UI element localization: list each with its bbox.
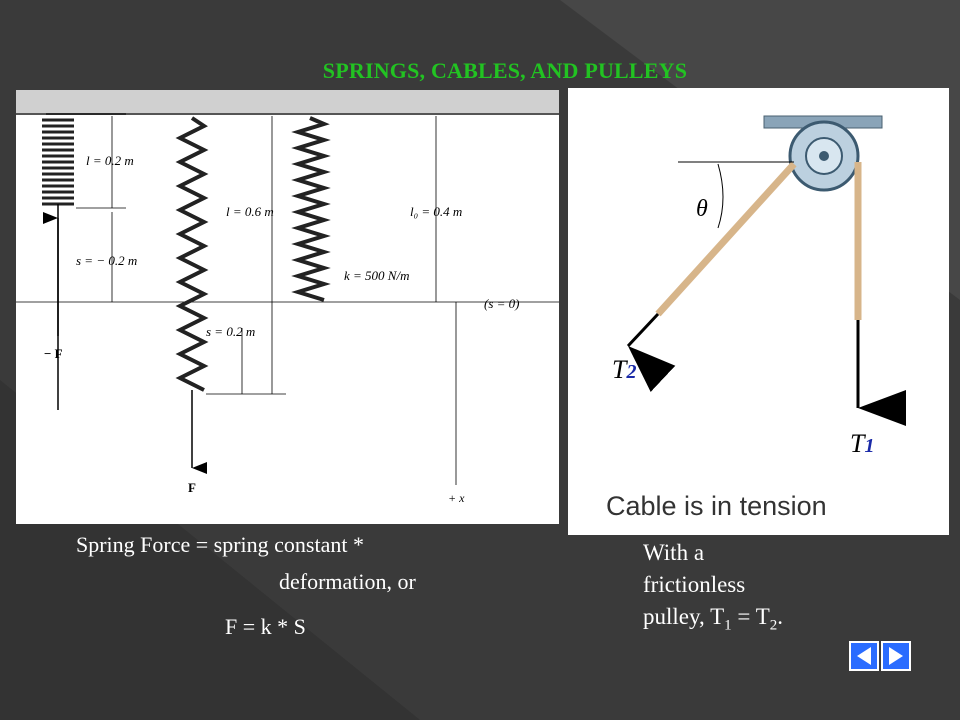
- label-t2: T2: [612, 355, 636, 384]
- label-t1: T1: [850, 429, 874, 458]
- springs-figure: l = 0.2 m s = − 0.2 m l = 0.6 m l₀ = 0.4…: [16, 90, 559, 524]
- label-theta: θ: [696, 196, 708, 222]
- label-s0: (s = 0): [484, 296, 520, 311]
- triangle-right-icon: [889, 647, 903, 665]
- label-s2: s = 0.2 m: [206, 324, 255, 339]
- pulley-note: With a frictionless pulley, T1 = T2.: [643, 537, 903, 642]
- equation-line-1: Spring Force = spring constant *: [76, 532, 364, 557]
- equation-line-2: deformation, or: [279, 569, 416, 594]
- figure-caption: Cable is in tension: [606, 491, 827, 521]
- label-plusx: + x: [448, 491, 465, 505]
- label-k: k = 500 N/m: [344, 268, 409, 283]
- compressed-spring: [42, 118, 74, 206]
- triangle-left-icon: [857, 647, 871, 665]
- pulley-figure: θ T2 T1 Cable is in tension: [568, 88, 949, 535]
- natural-spring: [291, 116, 331, 302]
- slide-title: SPRINGS, CABLES, AND PULLEYS: [322, 58, 688, 83]
- label-s1: s = − 0.2 m: [76, 253, 137, 268]
- label-l0: l₀ = 0.4 m: [410, 204, 462, 219]
- pulley-diagram: θ T2 T1 Cable is in tension: [606, 115, 906, 521]
- note-line-3: pulley, T1 = T2.: [643, 604, 783, 634]
- note-line-2: frictionless: [643, 572, 746, 597]
- note-line-1: With a: [643, 540, 705, 565]
- label-F: F: [188, 480, 196, 495]
- stretched-spring: [175, 116, 209, 392]
- previous-slide-button[interactable]: [849, 641, 879, 671]
- springs-diagram: l = 0.2 m s = − 0.2 m l = 0.6 m l₀ = 0.4…: [16, 90, 559, 505]
- label-l2: l = 0.6 m: [226, 204, 274, 219]
- cable-t2: [655, 161, 797, 317]
- label-l1: l = 0.2 m: [86, 153, 134, 168]
- label-negF: − F: [44, 346, 63, 361]
- equation-line-3: F = k * S: [225, 614, 306, 639]
- next-slide-button[interactable]: [881, 641, 911, 671]
